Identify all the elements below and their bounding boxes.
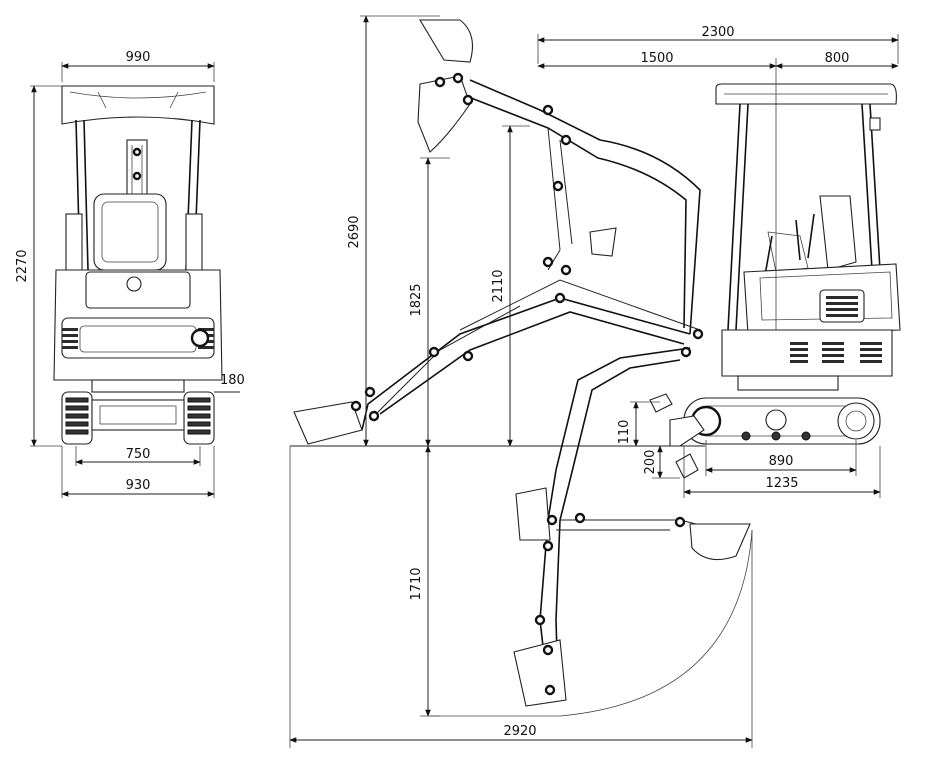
dim-front-total-width: 930 <box>126 478 151 493</box>
dim-side-total-length: 2300 <box>701 25 734 40</box>
dim-max-dump-height-a: 1825 <box>409 283 424 316</box>
dim-max-dig-depth: 1710 <box>409 567 424 600</box>
dim-front-top-width: 990 <box>126 50 151 65</box>
dim-front-track-gauge: 750 <box>126 447 151 462</box>
pins <box>350 72 704 696</box>
buckets <box>293 19 751 707</box>
side-view-machine <box>649 83 901 479</box>
dim-side-boom-offset: 1500 <box>640 51 673 66</box>
dim-side-tail-length: 800 <box>825 51 850 66</box>
dim-blade-lift-height: 110 <box>617 420 632 445</box>
dim-max-dump-height-b: 2110 <box>491 269 506 302</box>
dim-blade-dig-depth: 200 <box>643 450 658 475</box>
dig-envelope-arc <box>430 529 753 717</box>
dim-max-dig-height: 2690 <box>347 215 362 248</box>
dim-front-total-height: 2270 <box>15 249 30 282</box>
front-view <box>53 85 223 445</box>
dim-front-ground-clearance: 180 <box>220 373 245 388</box>
side-dimensions: 2300 1500 800 2690 1825 2110 110 200 890… <box>289 15 899 748</box>
dim-max-dig-reach: 2920 <box>503 724 536 739</box>
front-dimensions: 990 2270 180 750 930 <box>15 50 245 498</box>
dim-track-length: 1235 <box>765 476 798 491</box>
dim-tumbler-distance: 890 <box>769 454 794 469</box>
